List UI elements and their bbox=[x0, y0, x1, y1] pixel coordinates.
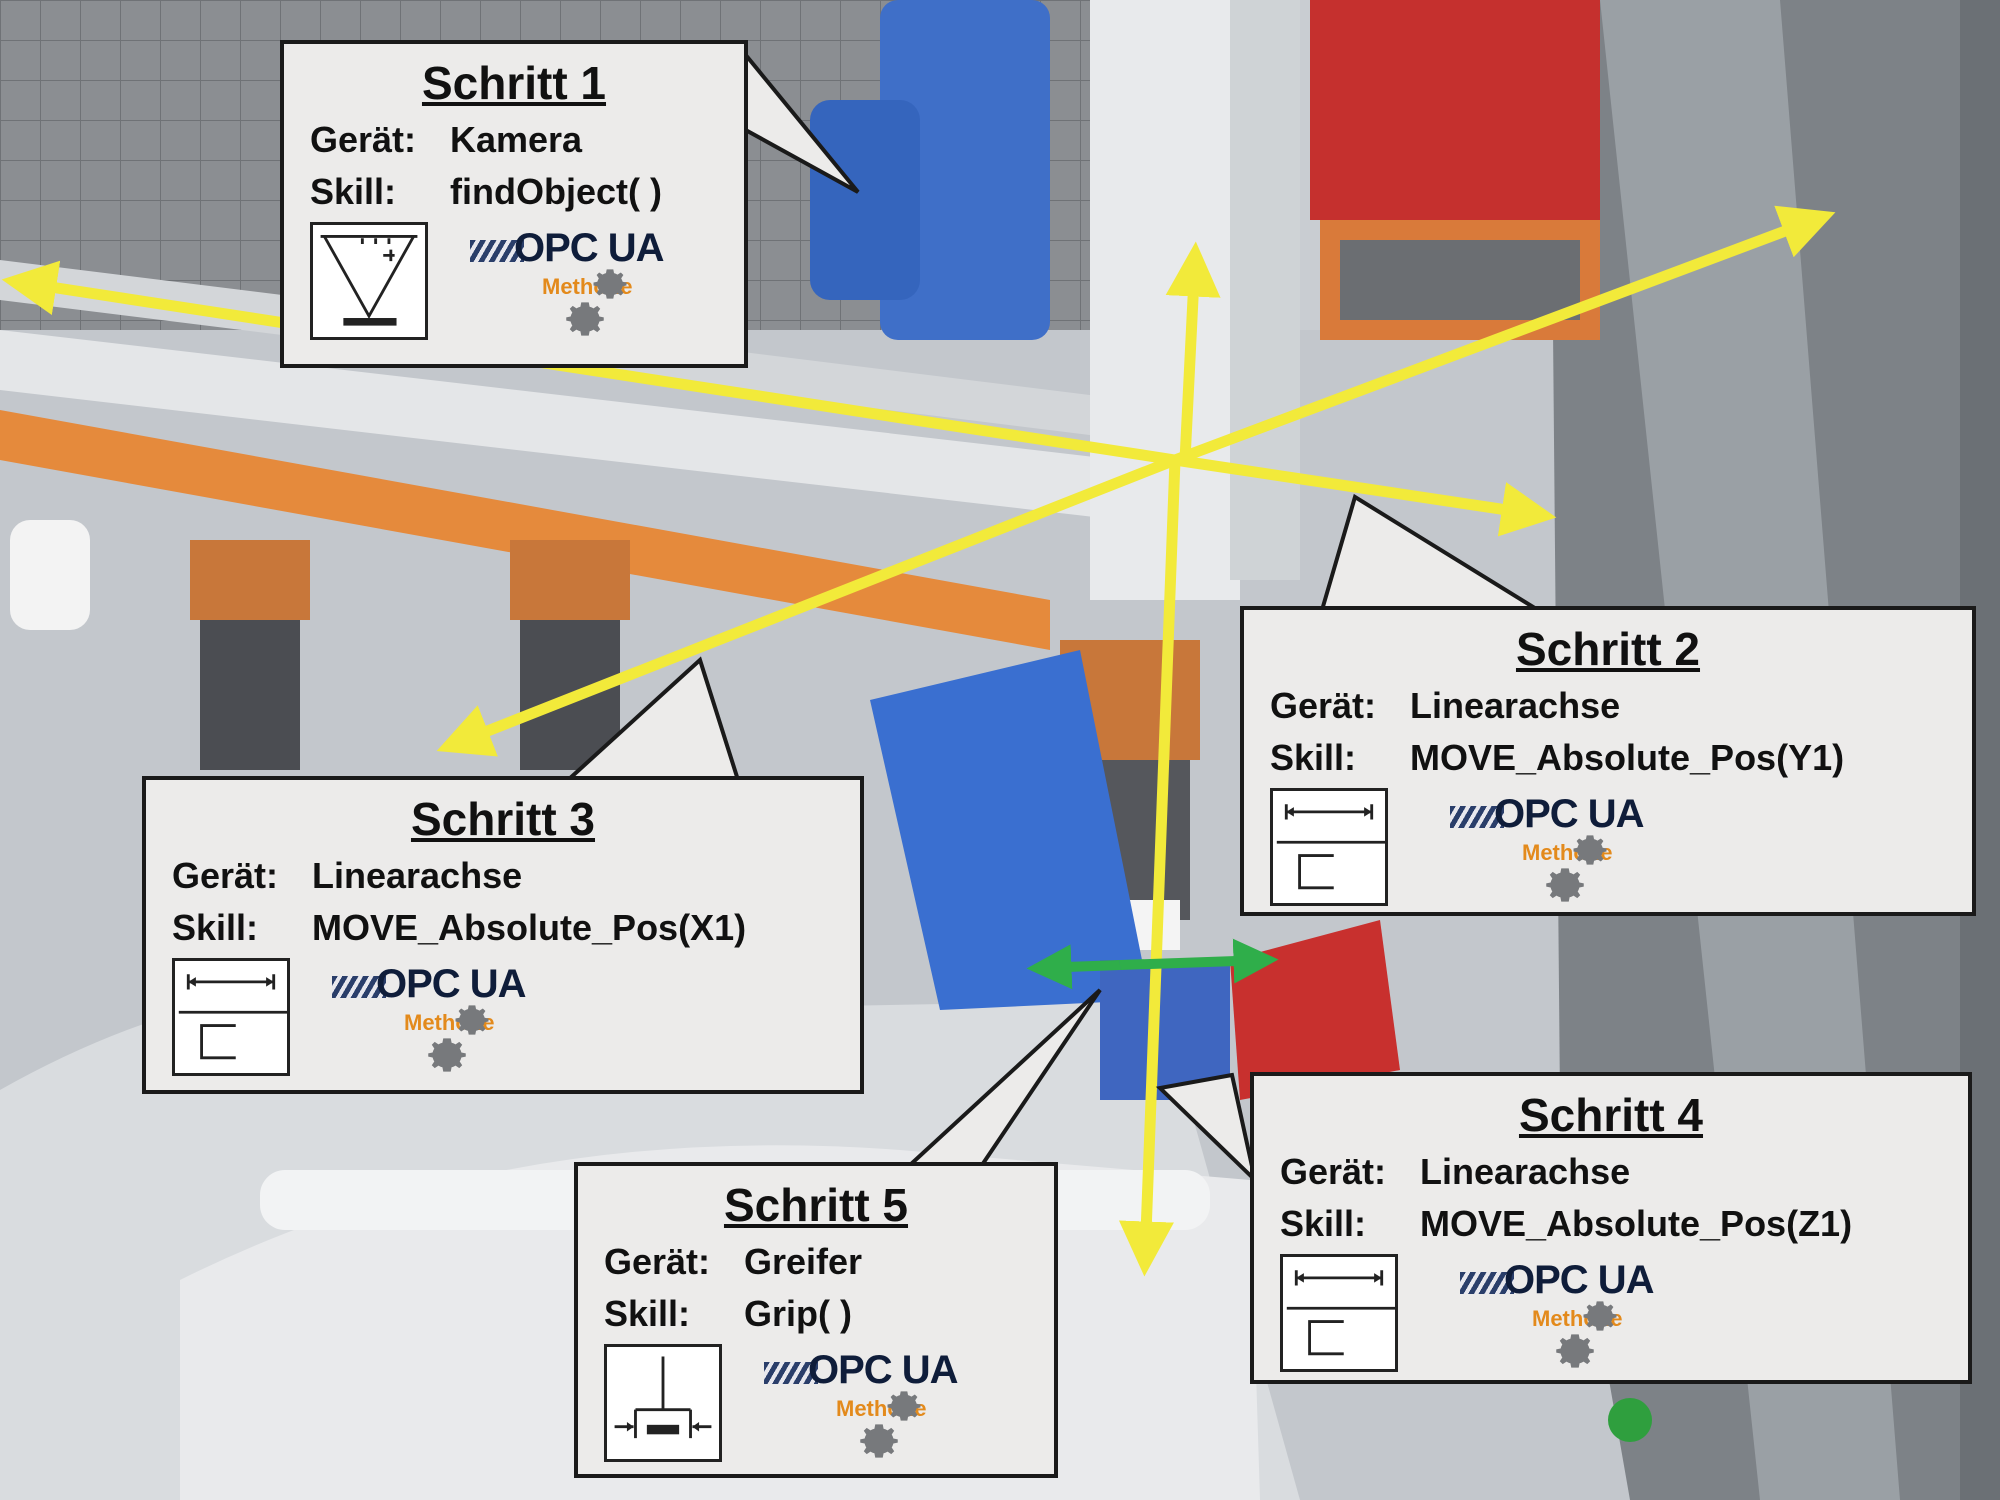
device-value: Linearachse bbox=[1420, 1151, 1631, 1192]
callout-step-1: Schritt 1 Gerät: Kamera Skill: findObjec… bbox=[280, 40, 748, 368]
device-row: Gerät: Greifer bbox=[604, 1236, 1028, 1288]
gripper-arrow bbox=[1026, 944, 1121, 990]
axis-arrow-x-diag-down bbox=[436, 454, 1178, 757]
gear-icon bbox=[593, 269, 627, 299]
skill-label: Skill: bbox=[1270, 737, 1357, 778]
device-label: Gerät: bbox=[604, 1241, 711, 1282]
skill-value: Grip( ) bbox=[744, 1293, 852, 1334]
axis-arrow-z-up bbox=[1165, 241, 1221, 461]
callout-step-5: Schritt 5 Gerät: Greifer Skill: Grip( ) … bbox=[574, 1162, 1058, 1478]
device-label: Gerät: bbox=[1280, 1151, 1387, 1192]
device-value: Linearachse bbox=[312, 855, 523, 896]
skill-label: Skill: bbox=[1280, 1203, 1367, 1244]
skill-value: MOVE_Absolute_Pos(Z1) bbox=[1420, 1203, 1853, 1244]
opc-ua-logo: OPC UA Methode bbox=[332, 958, 582, 1083]
axis-arrow-y-left bbox=[1, 260, 1176, 466]
linear-axis-icon bbox=[1270, 788, 1388, 906]
axis-arrow-z-down bbox=[1118, 459, 1181, 1277]
camera-icon bbox=[310, 222, 428, 340]
step-title: Schritt 4 bbox=[1518, 1089, 1704, 1141]
skill-row: Skill: MOVE_Absolute_Pos(X1) bbox=[172, 902, 834, 954]
gripper-icon bbox=[604, 1344, 722, 1462]
opc-ua-logo: OPC UA Methode bbox=[470, 222, 720, 347]
gear-icon bbox=[428, 1038, 466, 1072]
device-value: Greifer bbox=[744, 1241, 863, 1282]
skill-row: Skill: MOVE_Absolute_Pos(Y1) bbox=[1270, 732, 1946, 784]
skill-value: MOVE_Absolute_Pos(Y1) bbox=[1410, 737, 1845, 778]
device-row: Gerät: Kamera bbox=[310, 114, 718, 166]
device-value: Linearachse bbox=[1410, 685, 1621, 726]
device-label: Gerät: bbox=[172, 855, 279, 896]
callout-step-3: Schritt 3 Gerät: Linearachse Skill: MOVE… bbox=[142, 776, 864, 1094]
device-row: Gerät: Linearachse bbox=[172, 850, 834, 902]
step-title: Schritt 2 bbox=[1515, 623, 1701, 675]
step-title: Schritt 5 bbox=[723, 1179, 909, 1231]
skill-label: Skill: bbox=[310, 171, 397, 212]
skill-row: Skill: findObject( ) bbox=[310, 166, 718, 218]
axis-arrow-x-diag-up bbox=[1173, 205, 1836, 466]
device-label: Gerät: bbox=[310, 119, 417, 160]
axis-arrow-x-right bbox=[1174, 454, 1557, 537]
device-value: Kamera bbox=[450, 119, 583, 160]
gear-icon bbox=[1546, 868, 1584, 902]
gear-icon bbox=[1583, 1301, 1617, 1331]
step-title: Schritt 3 bbox=[410, 793, 596, 845]
opc-ua-logo: OPC UA Methode bbox=[1450, 788, 1700, 913]
skill-label: Skill: bbox=[172, 907, 259, 948]
skill-value: MOVE_Absolute_Pos(X1) bbox=[312, 907, 747, 948]
callout-step-4: Schritt 4 Gerät: Linearachse Skill: MOVE… bbox=[1250, 1072, 1972, 1384]
device-row: Gerät: Linearachse bbox=[1270, 680, 1946, 732]
skill-label: Skill: bbox=[604, 1293, 691, 1334]
skill-row: Skill: Grip( ) bbox=[604, 1288, 1028, 1340]
gear-icon bbox=[860, 1424, 898, 1458]
skill-row: Skill: MOVE_Absolute_Pos(Z1) bbox=[1280, 1198, 1942, 1250]
gear-icon bbox=[455, 1005, 489, 1035]
callout-step-2: Schritt 2 Gerät: Linearachse Skill: MOVE… bbox=[1240, 606, 1976, 916]
linear-axis-icon bbox=[1280, 1254, 1398, 1372]
skill-value: findObject( ) bbox=[450, 171, 662, 212]
gear-icon bbox=[1573, 835, 1607, 865]
opc-ua-logo: OPC UA Methode bbox=[764, 1344, 1014, 1469]
step-title: Schritt 1 bbox=[421, 57, 607, 109]
gear-icon bbox=[566, 302, 604, 336]
device-label: Gerät: bbox=[1270, 685, 1377, 726]
callout-tail-4 bbox=[1155, 1072, 1259, 1187]
device-row: Gerät: Linearachse bbox=[1280, 1146, 1942, 1198]
linear-axis-icon bbox=[172, 958, 290, 1076]
opc-ua-logo: OPC UA Methode bbox=[1460, 1254, 1710, 1379]
gear-icon bbox=[887, 1391, 921, 1421]
gear-icon bbox=[1556, 1334, 1594, 1368]
